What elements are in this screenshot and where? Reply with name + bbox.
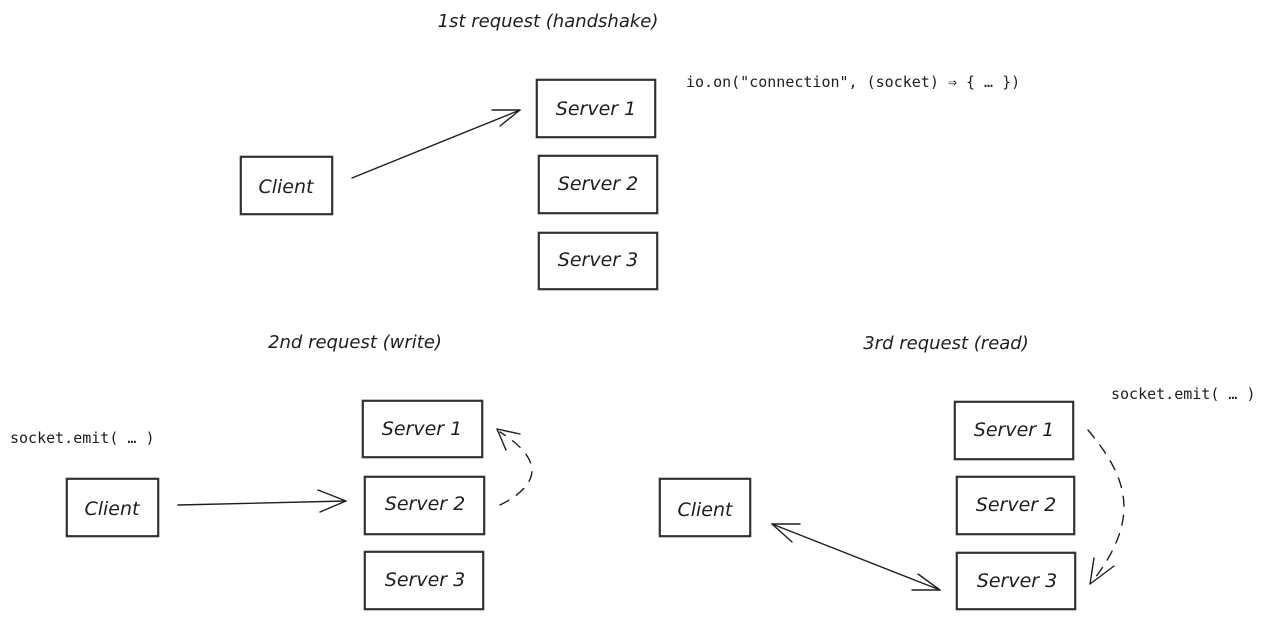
read-bidirectional-arrow (771, 523, 941, 591)
read-server-1-label: Server 1 (974, 419, 1054, 441)
handshake-title: 1st request (handshake) (438, 11, 659, 32)
read-code-snippet: socket.emit( … ) (1111, 385, 1256, 403)
write-arrow (177, 489, 347, 513)
write-server-1-box: Server 1 (361, 399, 484, 459)
handshake-server-1-label: Server 1 (556, 98, 636, 120)
read-title: 3rd request (read) (863, 333, 1029, 354)
read-server-2-box: Server 2 (955, 475, 1076, 536)
write-server-1-label: Server 1 (382, 418, 462, 440)
write-server-2-box: Server 2 (363, 475, 486, 536)
handshake-section: 1st request (handshake) Client Server 1 … (239, 11, 1020, 291)
handshake-client-box: Client (239, 155, 334, 216)
read-client-label: Client (677, 499, 734, 521)
write-client-box: Client (65, 477, 160, 538)
handshake-server-3-label: Server 3 (558, 249, 638, 271)
write-server-3-box: Server 3 (363, 550, 485, 611)
write-code-snippet: socket.emit( … ) (10, 429, 155, 447)
read-server-3-box: Server 3 (955, 551, 1077, 611)
read-dashed-arrow (1087, 429, 1125, 585)
handshake-server-2-label: Server 2 (558, 173, 638, 195)
read-server-3-label: Server 3 (977, 570, 1057, 592)
write-client-label: Client (84, 498, 141, 520)
read-server-1-box: Server 1 (953, 400, 1075, 461)
write-section: 2nd request (write) socket.emit( … ) Cli… (10, 332, 533, 611)
write-server-2-label: Server 2 (385, 493, 465, 515)
write-server-3-label: Server 3 (385, 569, 465, 591)
handshake-code-snippet: io.on("connection", (socket) ⇒ { … }) (686, 73, 1020, 91)
read-section: 3rd request (read) socket.emit( … ) Clie… (658, 333, 1256, 611)
handshake-client-label: Client (258, 176, 315, 198)
write-dashed-arrow (496, 428, 533, 506)
read-client-box: Client (658, 477, 752, 538)
handshake-server-2-box: Server 2 (537, 154, 659, 215)
write-title: 2nd request (write) (268, 332, 442, 353)
read-server-2-label: Server 2 (976, 494, 1056, 516)
handshake-server-1-box: Server 1 (535, 78, 657, 139)
handshake-arrow (351, 109, 521, 179)
handshake-server-3-box: Server 3 (537, 231, 659, 291)
